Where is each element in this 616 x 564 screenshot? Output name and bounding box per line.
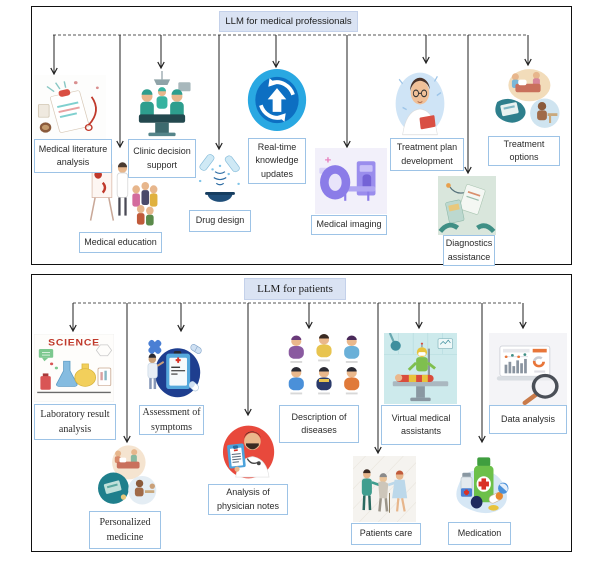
panel-patients: LLM for patients SCIENCE Laboratory resu… [31, 274, 572, 552]
label-treatment-plan-development: Treatment plan development [390, 138, 464, 171]
nurses-assisting-icon [353, 456, 416, 522]
label-drug-design: Drug design [189, 210, 251, 232]
test-tubes-mortar-icon [189, 152, 251, 210]
label-personalized-medicine: Personalized medicine [89, 511, 161, 549]
label-medical-education: Medical education [79, 232, 162, 253]
charts-magnifier-icon [489, 333, 567, 405]
label-analysis-of-physician-notes: Analysis of physician notes [208, 484, 288, 515]
label-medication: Medication [448, 522, 511, 545]
diagnostic-tools-icon [438, 176, 496, 235]
care-scenes-icon [495, 69, 560, 128]
surgery-team-icon [128, 71, 196, 141]
panel-title-medical-professionals: LLM for medical professionals [219, 11, 358, 32]
refresh-update-icon [247, 68, 307, 132]
doctor-notes-icon [222, 425, 275, 479]
label-treatment-options: Treatment options [488, 136, 560, 166]
label-patients-care: Patients care [351, 523, 421, 545]
mri-scanner-icon [315, 148, 387, 214]
label-assessment-of-symptoms: Assessment of symptoms [139, 405, 204, 435]
robot-surgery-icon [384, 333, 457, 404]
label-real-time-knowledge-updates: Real-time knowledge updates [248, 138, 306, 184]
panel-medical-professionals: LLM for medical professionals Medical li… [31, 6, 572, 266]
label-description-of-diseases: Description of diseases [279, 405, 359, 443]
label-clinic-decision-support: Clinic decision support [128, 139, 196, 178]
doctor-laptop-icon [395, 72, 445, 136]
label-diagnostics-assistance: Diagnostics assistance [443, 235, 495, 266]
label-virtual-medical-assistants: Virtual medical assistants [381, 405, 461, 445]
label-data-analysis: Data analysis [489, 405, 567, 434]
label-laboratory-result-analysis: Laboratory result analysis [34, 404, 116, 440]
connector-arrows [50, 34, 532, 175]
science-lab-icon: SCIENCE [34, 334, 114, 402]
clipboard-stethoscope-icon [34, 75, 106, 139]
label-medical-imaging: Medical imaging [311, 215, 387, 235]
svg-text:SCIENCE: SCIENCE [48, 338, 100, 348]
label-medical-literature-analysis: Medical literature analysis [34, 139, 112, 173]
care-circles-icon [98, 445, 157, 505]
medicine-bottles-icon [456, 457, 509, 514]
sick-people-icon [282, 331, 366, 406]
panel-title-patients: LLM for patients [244, 278, 346, 300]
symptom-checklist-icon [141, 336, 204, 404]
connector-arrows [69, 302, 527, 455]
